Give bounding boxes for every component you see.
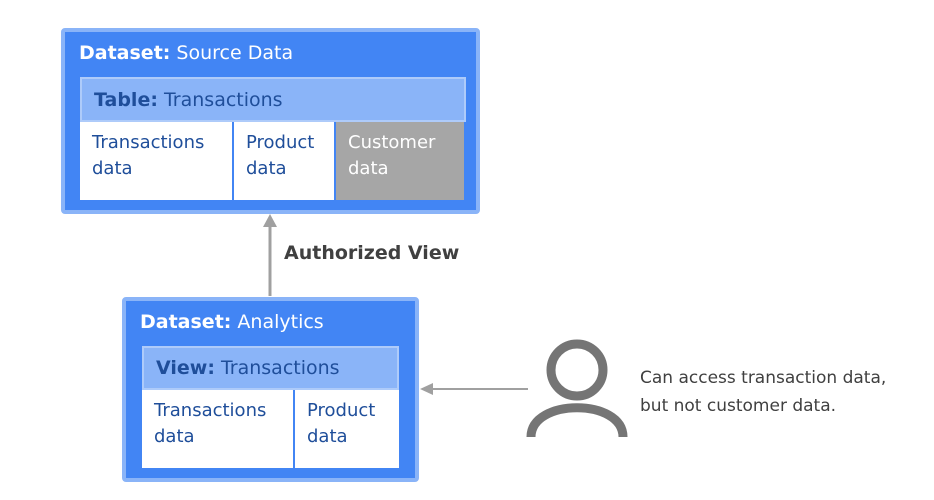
source-dataset-title: Dataset: Source Data [79,42,294,64]
user-access-arrowhead [420,383,433,395]
authorized-view-arrowhead [263,214,277,227]
authorized-view-label: Authorized View [284,242,460,264]
analytics-dataset: Dataset: Analytics View: Transactions Tr… [122,297,419,482]
view-header: View: Transactions [142,346,399,390]
transactions-data-cell: Transactions data [80,122,232,200]
view-transactions-data-cell: Transactions data [142,390,293,468]
user-access-note: Can access transaction data, but not cus… [640,364,886,420]
customer-data-cell: Customer data [336,122,464,200]
user-access-note-line2: but not customer data. [640,396,837,416]
user-icon [526,339,628,438]
source-table-header: Table: Transactions [80,77,466,122]
view-product-data-cell: Product data [295,390,399,468]
user-access-note-line1: Can access transaction data, [640,368,887,388]
product-data-cell: Product data [234,122,334,200]
analytics-dataset-title: Dataset: Analytics [140,311,324,333]
source-dataset: Dataset: Source Data Table: Transactions… [61,28,480,214]
